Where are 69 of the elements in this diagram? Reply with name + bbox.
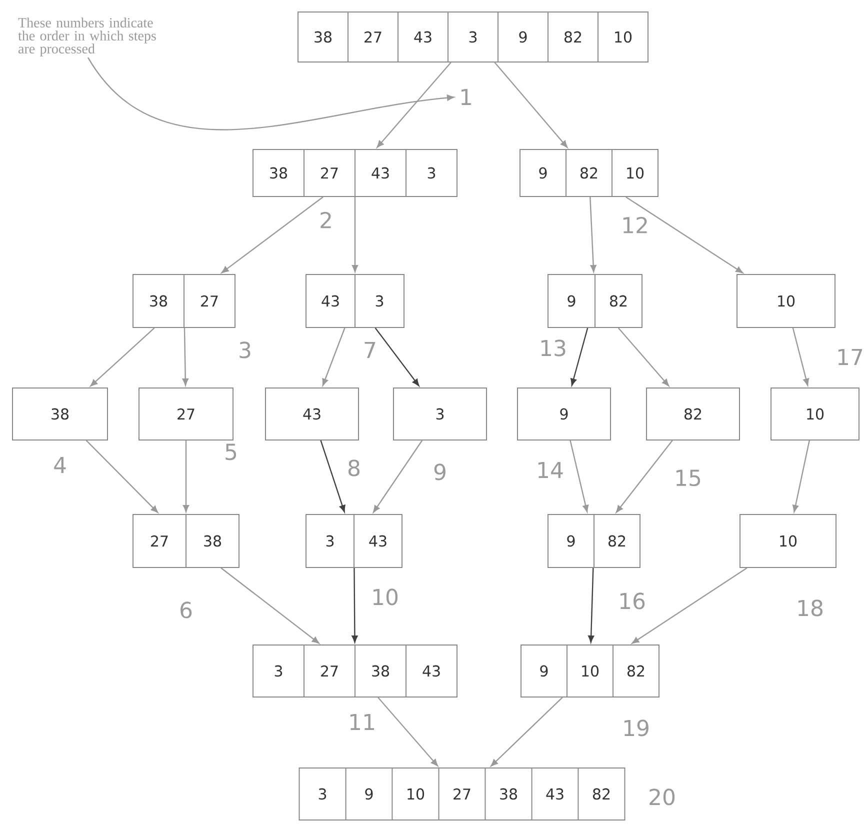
step-number: 13 [541, 340, 566, 356]
arrow [570, 440, 589, 512]
arrow [320, 440, 346, 512]
step-number: 2 [320, 212, 331, 228]
step-number: 11 [350, 714, 374, 730]
arrow [494, 62, 568, 148]
array-box: 10 [740, 514, 836, 568]
arrow [376, 62, 452, 148]
step-number: 6 [180, 602, 192, 618]
array-box: 38 27 43 3 9 82 10 [298, 11, 648, 62]
step-number: 8 [348, 460, 360, 476]
array-box: 10 [770, 387, 860, 440]
arrow [570, 328, 588, 386]
array-box: 9 10 82 [520, 644, 660, 698]
arrow [86, 440, 158, 513]
step-number: 9 [434, 464, 446, 480]
array-box: 43 3 [306, 274, 404, 328]
array-box: 9 82 [548, 274, 642, 328]
step-number: 20 [650, 788, 675, 806]
arrow [374, 328, 420, 386]
array-box: 3 9 10 27 38 43 82 [298, 767, 626, 820]
array-box: 27 38 [132, 514, 240, 568]
array-box: 43 [265, 387, 359, 440]
arrow [792, 328, 810, 386]
array-box: 38 27 43 3 [252, 148, 458, 197]
step-number: 1 [461, 88, 471, 105]
leader-line [88, 57, 454, 130]
arrow [792, 440, 810, 512]
arrow [616, 440, 673, 513]
step-number: 12 [623, 216, 647, 234]
array-box: 38 27 [132, 274, 236, 328]
step-number: 19 [624, 720, 648, 736]
arrow [588, 568, 594, 643]
arrow [490, 697, 563, 766]
note-text: These numbers indicate the order in which steps are processed [18, 18, 156, 56]
arrow [220, 568, 320, 644]
step-number: 14 [538, 462, 563, 478]
array-box: 9 [517, 387, 611, 440]
array-box: 9 82 [548, 514, 640, 568]
step-number: 4 [54, 456, 66, 473]
arrow [632, 567, 748, 644]
array-box: 82 [646, 387, 740, 440]
step-number: 15 [676, 470, 700, 486]
step-number: 5 [226, 444, 236, 460]
arrow [182, 328, 188, 386]
arrow [352, 196, 358, 272]
step-number: 10 [373, 588, 398, 606]
arrow [618, 328, 670, 386]
step-number: 16 [620, 592, 645, 610]
arrow [352, 568, 358, 643]
array-box: 3 43 [306, 514, 402, 568]
array-box: 38 [12, 387, 108, 440]
arrow [322, 328, 346, 386]
arrow [221, 196, 324, 274]
array-box: 27 [138, 387, 234, 440]
arrow [182, 440, 190, 512]
arrow [90, 328, 155, 386]
array-box: 10 [736, 274, 836, 328]
arrow [378, 697, 438, 766]
step-number: 3 [240, 342, 250, 358]
step-number: 17 [838, 348, 862, 365]
arrow [626, 196, 744, 274]
arrow [590, 196, 596, 272]
array-box: 9 82 10 [520, 148, 658, 197]
step-number: 7 [364, 342, 376, 358]
array-box: 3 [393, 387, 487, 440]
arrow [373, 440, 423, 513]
array-box: 3 27 38 43 [252, 644, 458, 698]
step-number: 18 [798, 600, 822, 616]
